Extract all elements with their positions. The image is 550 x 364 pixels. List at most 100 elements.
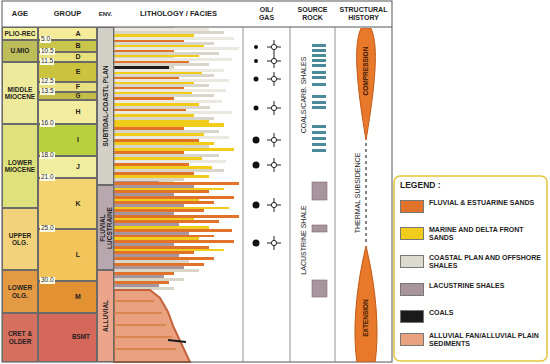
gas-show: [267, 54, 281, 68]
coal-source-bar: [312, 44, 326, 47]
facies-bar: [114, 148, 234, 151]
facies-bar: [114, 209, 204, 212]
group-letter: BSMT: [72, 334, 84, 341]
column-header: AGE: [12, 10, 28, 18]
group-letter: B: [72, 42, 84, 50]
group-band: BSMT: [38, 313, 97, 362]
oil-show: [253, 202, 260, 209]
group-letter: J: [72, 163, 84, 171]
facies-bar: [114, 175, 209, 178]
facies-bar: [114, 136, 229, 139]
legend-text: COALS: [429, 309, 543, 317]
age-band: UPPER OLG.: [2, 208, 38, 270]
facies-bar: [114, 84, 209, 87]
gas-ring: [271, 162, 276, 167]
gas-ring: [271, 202, 276, 207]
facies-bar: [114, 100, 222, 103]
gas-rays: [267, 54, 281, 68]
facies-bar: [114, 269, 199, 272]
age-value: 30.0: [40, 277, 55, 284]
facies-bar: [114, 79, 229, 82]
facies-bar: [114, 94, 214, 97]
group-letter: I: [72, 136, 84, 144]
oil-gas-symbols: [253, 40, 282, 250]
gas-rays: [267, 198, 281, 212]
legend-text: FLUVIAL & ESTUARINE SANDS: [429, 199, 543, 207]
oil-show: [253, 162, 260, 169]
facies-bar: [114, 139, 199, 142]
column-header: GROUP: [54, 10, 82, 18]
oil-show: [254, 59, 258, 63]
facies-bar: [114, 66, 169, 69]
facies-bar: [114, 193, 174, 196]
facies-bar: [114, 215, 239, 218]
column-header: LITHOLOGY / FACIES: [140, 10, 217, 18]
facies-bar: [114, 89, 226, 92]
facies-bar: [114, 52, 219, 55]
legend-title: LEGEND :: [400, 181, 441, 190]
legend-text: COASTAL PLAN AND OFFSHORE SHALES: [429, 254, 543, 270]
facies-bar: [114, 240, 234, 243]
age-value: 13.5: [40, 88, 55, 95]
alluvial-streak: [114, 336, 172, 338]
facies-bar: [114, 130, 219, 133]
gas-rays: [267, 133, 281, 147]
column-rule: [290, 27, 291, 362]
facies-bar: [114, 28, 209, 31]
gas-show: [267, 72, 281, 86]
age-value: 12.5: [40, 78, 55, 85]
facies-bar: [114, 226, 209, 229]
header-cell: ENV.: [97, 1, 114, 27]
legend-swatch: [400, 255, 424, 268]
coal-source-bar: [312, 54, 326, 57]
legend-box: [394, 176, 547, 361]
facies-bar: [114, 266, 184, 269]
header-cell: LITHOLOGY / FACIES: [114, 1, 243, 27]
gas-show: [267, 101, 281, 115]
header-cell: SOURCE ROCK: [290, 1, 335, 27]
facies-bar: [114, 218, 194, 220]
coal-source-bar: [312, 106, 326, 109]
header-cell: AGE: [2, 1, 38, 27]
group-letter: E: [72, 68, 84, 76]
facies-bar: [114, 201, 214, 204]
coal-source-bar: [312, 125, 326, 128]
coal-streak: [168, 340, 186, 342]
legend-swatch: [400, 227, 424, 240]
facies-bar: [114, 61, 189, 63]
group-band: K: [38, 178, 97, 229]
facies-bar: [114, 69, 224, 72]
oil-show: [254, 106, 259, 111]
facies-bar: [114, 220, 219, 223]
group-band: L: [38, 229, 97, 281]
lacustrine-source-box: [312, 280, 327, 297]
facies-bar: [114, 63, 209, 66]
gas-ring: [271, 105, 276, 110]
group-letter: H: [72, 108, 84, 116]
extension-lens: EXTENSION: [353, 246, 379, 362]
gas-ring: [271, 44, 276, 49]
age-value: 18.0: [40, 152, 55, 159]
group-letter: L: [72, 251, 84, 259]
coal-source-bar: [312, 95, 326, 98]
facies-bar: [114, 97, 174, 100]
facies-bar: [114, 281, 169, 284]
facies-bar: [114, 74, 214, 77]
age-label: LOWER MIOCENE: [4, 159, 36, 173]
facies-bar: [114, 237, 199, 240]
lens-outline: [355, 246, 377, 362]
facies-bar: [114, 249, 224, 251]
age-label: MIDDLE MIOCENE: [4, 86, 36, 100]
group-letter: M: [72, 293, 84, 301]
facies-bar: [114, 37, 234, 40]
column-header: STRUCTURAL HISTORY: [337, 6, 391, 21]
compression-lens: COMPRESSION: [354, 28, 378, 140]
label-holder: LEGEND :: [400, 181, 441, 190]
gas-ring: [271, 137, 276, 142]
facies-bar: [114, 111, 232, 114]
lacustrine-source-box: [312, 225, 327, 232]
age-label: U.MIO: [11, 47, 30, 54]
age-band: LOWER OLG.: [2, 270, 38, 313]
age-band: PLIO-REC: [2, 27, 38, 40]
oil-show: [253, 137, 260, 144]
